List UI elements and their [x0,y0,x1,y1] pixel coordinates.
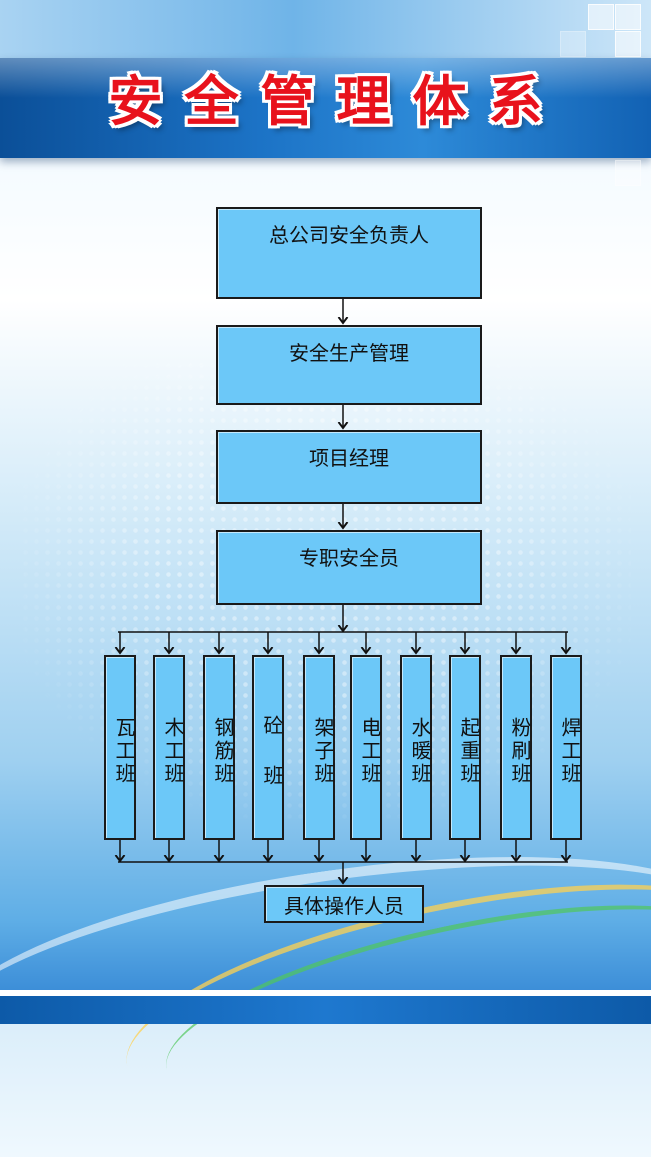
connector-lines [0,299,651,1024]
decorative-grid-tile [560,31,586,57]
hierarchy-box: 安全生产管理 [216,325,482,405]
team-box: 瓦工班 [104,655,136,840]
team-box: 粉刷班 [500,655,532,840]
decorative-grid-tile [615,4,641,30]
team-box: 焊工班 [550,655,582,840]
operators-box: 具体操作人员 [264,885,424,923]
team-box: 砼 班 [252,655,284,840]
page-title: 安全管理体系 [108,68,565,133]
decorative-grid-tile [588,4,614,30]
bottom-band [0,996,651,1024]
hierarchy-box: 总公司安全负责人 [216,207,482,299]
top-decorative-band [0,0,651,58]
decorative-grid-tile [615,31,641,57]
title-bar [0,58,651,158]
team-box: 木工班 [153,655,185,840]
team-box: 水暖班 [400,655,432,840]
decorative-grid-tile [615,160,641,186]
team-box: 起重班 [449,655,481,840]
team-box: 电工班 [350,655,382,840]
team-box: 钢筋班 [203,655,235,840]
team-box: 架子班 [303,655,335,840]
hierarchy-box: 专职安全员 [216,530,482,605]
bottom-stripe [0,990,651,996]
hierarchy-box: 项目经理 [216,430,482,504]
